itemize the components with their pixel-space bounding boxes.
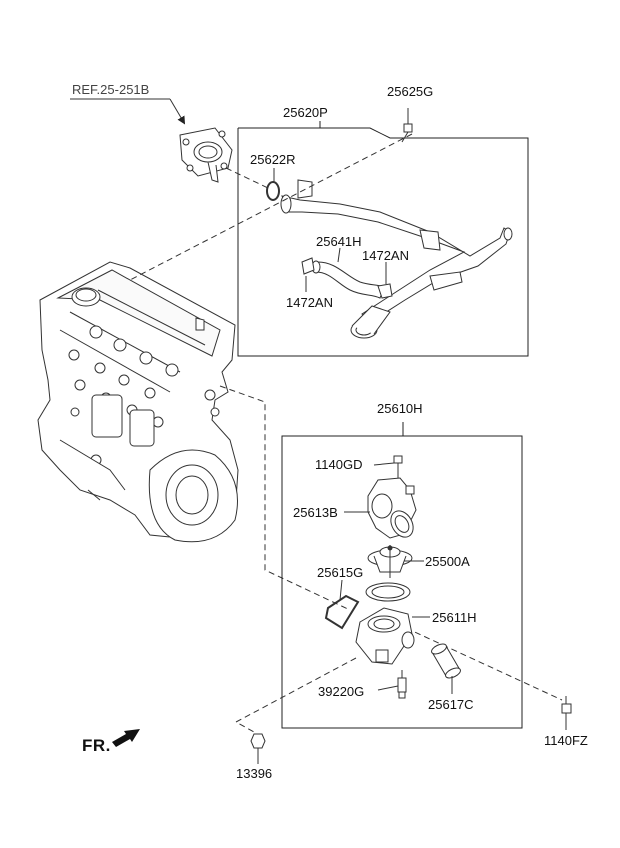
direction-label: FR. bbox=[82, 736, 111, 755]
lower-box-frame bbox=[281, 422, 523, 729]
engine-block bbox=[37, 261, 239, 543]
gasket-25615G bbox=[324, 582, 411, 630]
part-label-25610H: 25610H bbox=[377, 401, 423, 416]
bolt-25625G bbox=[401, 108, 413, 143]
thermostat-25500A bbox=[367, 545, 413, 578]
sensor-39220G bbox=[397, 670, 407, 699]
part-label-25641H: 25641H bbox=[316, 234, 362, 249]
ref-housing bbox=[179, 127, 233, 183]
bolt-1140GD bbox=[393, 455, 403, 478]
reference-label: REF.25-251B bbox=[72, 82, 150, 97]
part-label-25500A: 25500A bbox=[425, 554, 470, 569]
cover-25611H bbox=[355, 607, 415, 665]
housing-25613B bbox=[367, 477, 417, 539]
pipe-25617C bbox=[431, 643, 461, 679]
part-label-25622R: 25622R bbox=[250, 152, 296, 167]
part-label-25611H: 25611H bbox=[432, 610, 477, 625]
nut-13396 bbox=[250, 733, 266, 764]
front-arrow-icon bbox=[112, 729, 140, 747]
part-label-13396: 13396 bbox=[236, 766, 273, 781]
part-label-25625G: 25625G bbox=[387, 84, 434, 99]
part-label-25620P: 25620P bbox=[283, 105, 328, 120]
part-label-1140FZ: 1140FZ bbox=[544, 733, 588, 748]
lower-leaders bbox=[339, 462, 453, 694]
part-label-1472AN-right: 1472AN bbox=[362, 248, 409, 263]
upper-box-frame bbox=[237, 121, 529, 357]
upper-leaders bbox=[273, 168, 387, 292]
dashed-lines bbox=[129, 133, 563, 733]
part-label-25615G: 25615G bbox=[317, 565, 364, 580]
part-label-1472AN-left: 1472AN bbox=[286, 295, 333, 310]
part-label-25617C: 25617C bbox=[428, 697, 474, 712]
o-ring bbox=[266, 181, 280, 201]
ref-leader bbox=[70, 98, 186, 125]
part-label-39220G: 39220G bbox=[318, 684, 365, 699]
water-pipe bbox=[280, 179, 513, 339]
bolt-1140FZ bbox=[561, 696, 572, 730]
part-label-25613B: 25613B bbox=[293, 505, 338, 520]
hose-25641H bbox=[301, 257, 393, 299]
part-label-1140GD: 1140GD bbox=[315, 457, 363, 472]
